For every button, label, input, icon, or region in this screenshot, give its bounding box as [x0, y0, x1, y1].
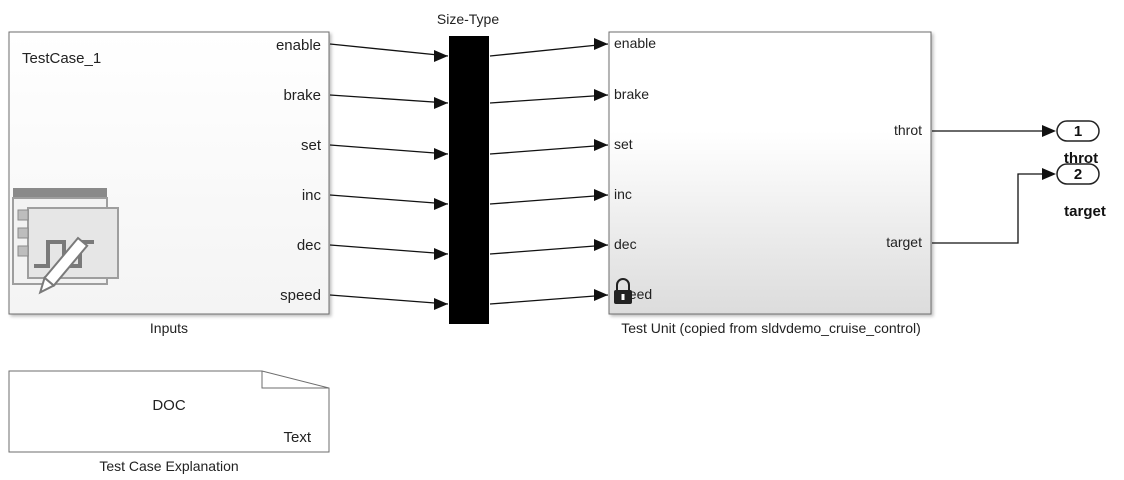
inputs-port-inc: inc	[302, 187, 322, 204]
test-unit-caption: Test Unit (copied from sldvdemo_cruise_c…	[621, 320, 921, 336]
inputs-port-enable: enable	[276, 37, 321, 54]
signal-builder-icon	[12, 188, 119, 295]
outport-throt[interactable]: 1	[1056, 120, 1100, 142]
outport-throt-number: 1	[1074, 123, 1082, 140]
inputs-port-set: set	[301, 137, 322, 154]
size-type-block[interactable]	[449, 36, 489, 324]
doc-block-subtitle: Text	[283, 429, 311, 446]
unit-port-inc: inc	[614, 186, 632, 202]
doc-block-body[interactable]	[8, 370, 330, 453]
outport-target-name: target	[1064, 203, 1106, 220]
inputs-output-ports: enable brake set inc dec speed	[276, 37, 322, 304]
wire-brake-in[interactable]	[329, 94, 449, 104]
unit-port-enable: enable	[614, 35, 656, 51]
size-type-caption: Size-Type	[437, 11, 499, 27]
wire-inc-in[interactable]	[329, 194, 449, 205]
wire-dec-out[interactable]	[489, 244, 609, 255]
test-unit-body[interactable]	[608, 31, 932, 315]
outport-target[interactable]: 2	[1056, 163, 1100, 185]
wire-enable-out[interactable]	[489, 43, 609, 57]
wire-dec-in[interactable]	[329, 244, 449, 255]
wire-set-in[interactable]	[329, 144, 449, 155]
outport-throt-shape[interactable]	[1056, 120, 1100, 142]
wire-enable-in[interactable]	[329, 43, 449, 57]
doc-fold-corner	[261, 371, 329, 389]
inputs-port-brake: brake	[283, 87, 321, 104]
inputs-port-dec: dec	[297, 237, 322, 254]
wire-set-out[interactable]	[489, 144, 609, 155]
wire-brake-out[interactable]	[489, 94, 609, 104]
doc-block-caption: Test Case Explanation	[99, 458, 238, 474]
doc-block-title: DOC	[152, 397, 186, 414]
test-unit-block[interactable]: enable brake set inc dec speed throt tar…	[608, 31, 932, 315]
wires-sizetype-to-unit	[489, 38, 609, 305]
wire-speed-in[interactable]	[329, 294, 449, 305]
inputs-block[interactable]: TestCase_1 enable brake set inc dec spee…	[8, 31, 330, 315]
inputs-block-name: TestCase_1	[22, 50, 101, 67]
outport-throt-name: throt	[1064, 150, 1098, 167]
wire-inc-out[interactable]	[489, 194, 609, 205]
wires-inputs-to-sizetype	[329, 43, 449, 310]
unit-port-throt: throt	[894, 122, 922, 138]
unit-port-set: set	[614, 136, 633, 152]
inputs-port-speed: speed	[280, 287, 321, 304]
doc-block[interactable]: DOC Text	[8, 370, 330, 453]
test-unit-output-ports: throt target	[886, 122, 922, 250]
inputs-block-caption: Inputs	[150, 320, 188, 336]
outport-target-shape[interactable]	[1056, 163, 1100, 185]
test-unit-input-ports: enable brake set inc dec speed	[614, 35, 656, 302]
wire-speed-out[interactable]	[489, 294, 609, 305]
outport-target-number: 2	[1074, 166, 1082, 183]
lock-icon	[614, 278, 632, 304]
wire-target[interactable]	[932, 173, 1044, 244]
unit-port-dec: dec	[614, 236, 637, 252]
unit-port-target: target	[886, 234, 922, 250]
unit-port-brake: brake	[614, 86, 649, 102]
wires-to-outports	[932, 125, 1056, 244]
